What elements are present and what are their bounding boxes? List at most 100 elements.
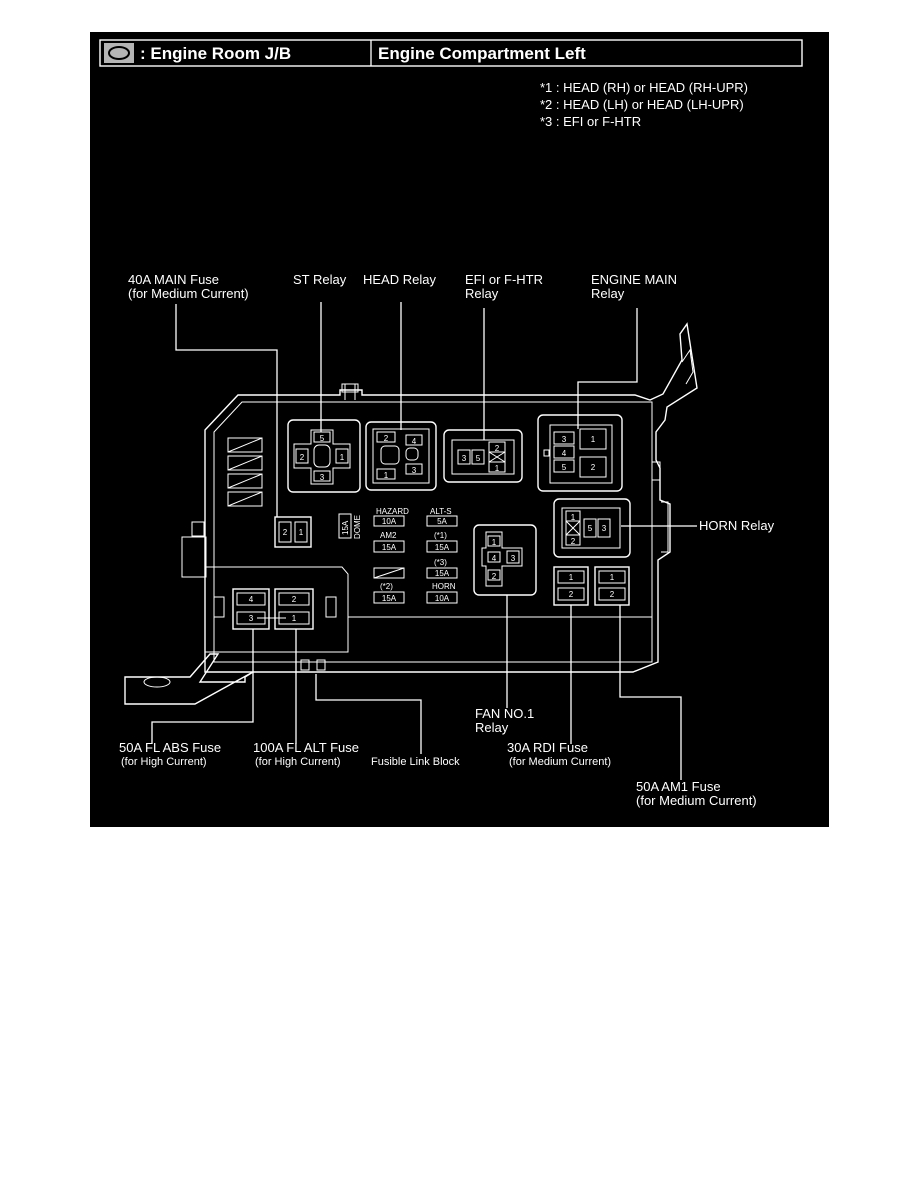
small-fuse-block: HAZARD 10A ALT-S 5A AM2 15A (*1) 15A (*3… (373, 507, 458, 604)
am1-pin-2: 2 (610, 590, 615, 599)
engine-main-relay-label: ENGINE MAIN (591, 272, 677, 287)
head-pin-4: 4 (412, 437, 417, 446)
fuse-n2-label: (*2) (380, 582, 393, 591)
fan-pin-2: 2 (492, 572, 497, 581)
am1-fuse-sublabel: (for Medium Current) (636, 793, 757, 808)
fan-relay-label: FAN NO.1 (475, 706, 534, 721)
abs-fuse-sublabel: (for High Current) (121, 756, 207, 768)
mounting-hole (143, 676, 171, 688)
abs-fuse-label: 50A FL ABS Fuse (119, 740, 221, 755)
alt-fuse-label: 100A FL ALT Fuse (253, 740, 359, 755)
fuse-n3-label: (*3) (434, 558, 447, 567)
engine-main-relay-sublabel: Relay (591, 286, 625, 301)
fuse-am2-amp: 15A (382, 543, 397, 552)
fuse-alts-amp: 5A (437, 517, 447, 526)
efi-pin-1: 1 (495, 464, 500, 473)
st-relay: 5 2 1 3 (287, 419, 361, 493)
abs-pin-3: 3 (249, 614, 254, 623)
st-pin-2: 2 (300, 453, 305, 462)
efi-pin-5: 5 (476, 454, 481, 463)
fuse-alts-label: ALT-S (430, 507, 452, 516)
leader-engine-main-relay (577, 308, 638, 429)
alt-pin-2: 2 (292, 595, 297, 604)
note-2: *2 : HEAD (LH) or HEAD (LH-UPR) (540, 97, 744, 112)
head-pin-2: 2 (384, 434, 389, 443)
header-bar: : Engine Room J/B Engine Compartment Lef… (99, 39, 803, 67)
fuse-n3-amp: 15A (435, 569, 450, 578)
efi-pin-3: 3 (462, 454, 467, 463)
abs-pin-4: 4 (249, 595, 254, 604)
st-pin-5: 5 (320, 434, 325, 443)
rdi-pin-1: 1 (569, 573, 574, 582)
engine-main-pin-5: 5 (562, 463, 567, 472)
fuse-n1-amp: 15A (435, 543, 450, 552)
leader-main-fuse (175, 304, 278, 517)
engine-main-relay: 3 1 4 5 2 (537, 414, 623, 492)
rdi-fuse: 1 2 (553, 566, 589, 606)
horn-pin-5: 5 (588, 524, 593, 533)
alt-fuse-sublabel: (for High Current) (255, 756, 341, 768)
dome-fuse-amp: 15A (341, 520, 350, 535)
dome-fuse-label: DOME (353, 515, 362, 539)
dome-fuse: 15A DOME (338, 513, 362, 539)
am1-fuse: 1 2 (594, 566, 630, 606)
main-fuse-pin-2: 2 (283, 528, 288, 537)
efi-relay-label: EFI or F-HTR (465, 272, 543, 287)
rdi-fuse-sublabel: (for Medium Current) (509, 756, 611, 768)
fuse-horn-label: HORN (432, 582, 456, 591)
st-pin-1: 1 (340, 453, 345, 462)
efi-pin-2: 2 (495, 444, 500, 453)
main-fuse-sublabel: (for Medium Current) (128, 286, 249, 301)
horn-relay-label: HORN Relay (699, 518, 775, 533)
fuse-box-diagram: : Engine Room J/B Engine Compartment Lef… (90, 32, 829, 827)
engine-main-pin-2: 2 (591, 463, 596, 472)
junction-block-housing (124, 322, 698, 705)
header-right-title: Engine Compartment Left (378, 44, 586, 63)
fan-relay-sublabel: Relay (475, 720, 509, 735)
rdi-fuse-label: 30A RDI Fuse (507, 740, 588, 755)
note-3: *3 : EFI or F-HTR (540, 114, 641, 129)
header-left-title: : Engine Room J/B (140, 44, 291, 63)
leader-am1-fuse (619, 605, 682, 780)
head-pin-3: 3 (412, 466, 417, 475)
main-fuse: 2 1 (274, 516, 312, 548)
fuse-n2-amp: 15A (382, 594, 397, 603)
fuse-n1-label: (*1) (434, 531, 447, 540)
efi-relay-sublabel: Relay (465, 286, 499, 301)
fusible-link-region (204, 566, 349, 653)
abs-fuse: 4 3 (232, 588, 270, 630)
fan-pin-4: 4 (492, 554, 497, 563)
leader-abs-fuse (151, 629, 254, 744)
efi-relay: 3 5 2 1 (443, 429, 523, 483)
engine-main-pin-4: 4 (562, 449, 567, 458)
st-relay-label: ST Relay (293, 272, 347, 287)
fan-pin-3: 3 (511, 554, 516, 563)
head-relay: 2 4 1 3 (365, 421, 437, 491)
horn-pin-3: 3 (602, 524, 607, 533)
fan-pin-1: 1 (492, 538, 497, 547)
main-fuse-pin-1: 1 (299, 528, 304, 537)
horn-pin-2: 2 (571, 537, 576, 546)
st-pin-3: 3 (320, 473, 325, 482)
note-1: *1 : HEAD (RH) or HEAD (RH-UPR) (540, 80, 748, 95)
horn-relay: 1 2 5 3 (553, 498, 631, 558)
alt-pin-1: 1 (292, 614, 297, 623)
head-relay-label: HEAD Relay (363, 272, 436, 287)
am1-fuse-label: 50A AM1 Fuse (636, 779, 721, 794)
am1-pin-1: 1 (610, 573, 615, 582)
engine-main-pin-3: 3 (562, 435, 567, 444)
mounting-tab (124, 653, 254, 705)
fuse-am2-label: AM2 (380, 531, 397, 540)
main-fuse-label: 40A MAIN Fuse (128, 272, 219, 287)
leader-fusible-link (315, 674, 422, 754)
engine-main-pin-1: 1 (591, 435, 596, 444)
fuse-hazard-amp: 10A (382, 517, 397, 526)
spare-fuse-slots (227, 437, 263, 507)
alt-fuse: 2 1 (274, 588, 314, 630)
rdi-pin-2: 2 (569, 590, 574, 599)
horn-pin-1: 1 (571, 513, 576, 522)
fan-relay: 1 4 3 2 (473, 524, 537, 596)
fuse-hazard-label: HAZARD (376, 507, 409, 516)
fuse-horn-amp: 10A (435, 594, 450, 603)
notes: *1 : HEAD (RH) or HEAD (RH-UPR) *2 : HEA… (540, 80, 748, 129)
